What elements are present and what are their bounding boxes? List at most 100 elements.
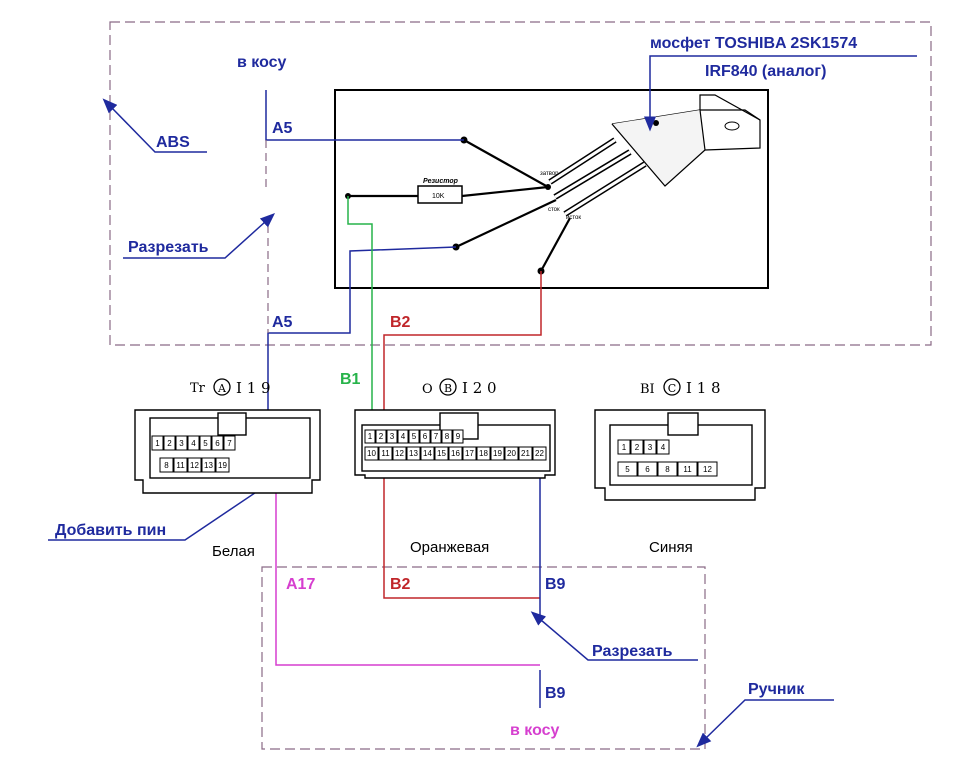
pin-cell bbox=[187, 457, 202, 473]
mosfet-internal-wires bbox=[350, 139, 571, 272]
pin-number: 12 bbox=[395, 449, 404, 458]
pin-cell bbox=[677, 461, 698, 477]
pin-number: 8 bbox=[164, 461, 169, 470]
pin-number: 13 bbox=[204, 461, 213, 470]
pin-cell bbox=[420, 446, 435, 461]
pin-drain-label: сток bbox=[548, 207, 560, 213]
connector-c-color: Синяя bbox=[649, 539, 693, 556]
pin-number: 8 bbox=[445, 432, 450, 441]
abs-frame bbox=[109, 21, 932, 346]
pin-number: 14 bbox=[423, 449, 432, 458]
pin-cell bbox=[175, 435, 188, 451]
pin-number: 6 bbox=[215, 439, 220, 448]
pin-cell bbox=[173, 457, 188, 473]
wire-label-b1: B1 bbox=[340, 371, 361, 388]
connector-c bbox=[594, 409, 766, 501]
pin-number: 4 bbox=[401, 432, 406, 441]
pin-cell bbox=[392, 446, 407, 461]
handbrake-frame bbox=[261, 566, 706, 750]
pin-cell bbox=[697, 461, 718, 477]
pin-number: 4 bbox=[191, 439, 196, 448]
pin-number: 10 bbox=[367, 449, 376, 458]
connector-b-prefix: O bbox=[422, 382, 433, 397]
pin-number: 2 bbox=[635, 443, 640, 452]
pin-number: 6 bbox=[645, 465, 650, 474]
pin-cell bbox=[159, 457, 174, 473]
pin-cell bbox=[656, 439, 670, 455]
add-pin-label: Добавить пин bbox=[55, 522, 166, 539]
pin-cell bbox=[462, 446, 477, 461]
connector-b-letter: B bbox=[444, 382, 452, 395]
pin-number: 6 bbox=[423, 432, 428, 441]
connector-c-code: I 1 8 bbox=[686, 379, 721, 397]
pin-cell bbox=[657, 461, 678, 477]
pin-number: 7 bbox=[227, 439, 232, 448]
wire-label-a5-bottom: A5 bbox=[272, 314, 293, 331]
connector-c-letter: C bbox=[668, 382, 676, 395]
wire-label-b2-top: B2 bbox=[390, 314, 411, 331]
connector-a-prefix: Tr bbox=[190, 381, 206, 396]
wire-label-b9-bottom: B9 bbox=[545, 685, 566, 702]
pin-source-label: исток bbox=[566, 215, 581, 221]
pin-cell bbox=[151, 435, 164, 451]
pin-cell bbox=[378, 446, 393, 461]
pin-number: 17 bbox=[465, 449, 474, 458]
connector-a-letter: A bbox=[217, 382, 227, 395]
pin-number: 2 bbox=[379, 432, 384, 441]
wire-b2 bbox=[383, 271, 542, 599]
pin-cell bbox=[637, 461, 658, 477]
connector-c-prefix: BI bbox=[640, 382, 655, 397]
pin-number: 12 bbox=[190, 461, 199, 470]
pin-cell bbox=[364, 429, 376, 444]
connector-b-color: Оранжевая bbox=[410, 539, 489, 556]
pin-number: 20 bbox=[507, 449, 516, 458]
pin-cell bbox=[386, 429, 398, 444]
wire-label-a17: A17 bbox=[286, 576, 315, 593]
junction-dots bbox=[345, 136, 551, 275]
resistor-label: Резистор bbox=[423, 178, 459, 185]
pin-cell bbox=[430, 429, 442, 444]
pin-cell bbox=[211, 435, 224, 451]
pin-cell bbox=[476, 446, 491, 461]
pin-number: 22 bbox=[535, 449, 544, 458]
pin-number: 2 bbox=[167, 439, 172, 448]
pin-cell bbox=[617, 461, 638, 477]
bottom-cut-label: Разрезать bbox=[592, 643, 673, 660]
connector-b-code: I 2 0 bbox=[462, 379, 497, 397]
pin-number: 3 bbox=[179, 439, 184, 448]
pin-cell bbox=[419, 429, 431, 444]
pin-number: 3 bbox=[648, 443, 653, 452]
wire-a17 bbox=[275, 480, 540, 666]
pin-number: 1 bbox=[368, 432, 373, 441]
resistor-value: 10K bbox=[432, 193, 445, 200]
pin-cell bbox=[452, 429, 464, 444]
pin-cell bbox=[187, 435, 200, 451]
pin-number: 15 bbox=[437, 449, 446, 458]
pin-cell bbox=[406, 446, 421, 461]
connector-a-color: Белая bbox=[212, 543, 255, 560]
pin-cell bbox=[163, 435, 176, 451]
pin-cell bbox=[199, 435, 212, 451]
wire-b1 bbox=[347, 196, 373, 440]
pin-cell bbox=[518, 446, 533, 461]
pin-number: 11 bbox=[381, 449, 390, 458]
pin-number: 12 bbox=[703, 465, 712, 474]
abs-label: ABS bbox=[156, 134, 190, 151]
pin-number: 8 bbox=[665, 465, 670, 474]
resistor bbox=[417, 185, 463, 204]
pin-number: 19 bbox=[493, 449, 502, 458]
bottom-to-harness: в косу bbox=[510, 722, 560, 739]
pin-gate-label: затвор bbox=[540, 171, 559, 177]
wire-label-b2-bottom: B2 bbox=[390, 576, 411, 593]
wire-label-a5-top: A5 bbox=[272, 120, 293, 137]
pin-number: 1 bbox=[155, 439, 160, 448]
pin-number: 5 bbox=[625, 465, 630, 474]
pin-number: 18 bbox=[479, 449, 488, 458]
pin-cell bbox=[504, 446, 519, 461]
pin-number: 16 bbox=[451, 449, 460, 458]
pin-number: 5 bbox=[203, 439, 208, 448]
pin-number: 11 bbox=[176, 461, 185, 470]
handbrake-label: Ручник bbox=[748, 681, 805, 698]
pin-number: 9 bbox=[456, 432, 461, 441]
